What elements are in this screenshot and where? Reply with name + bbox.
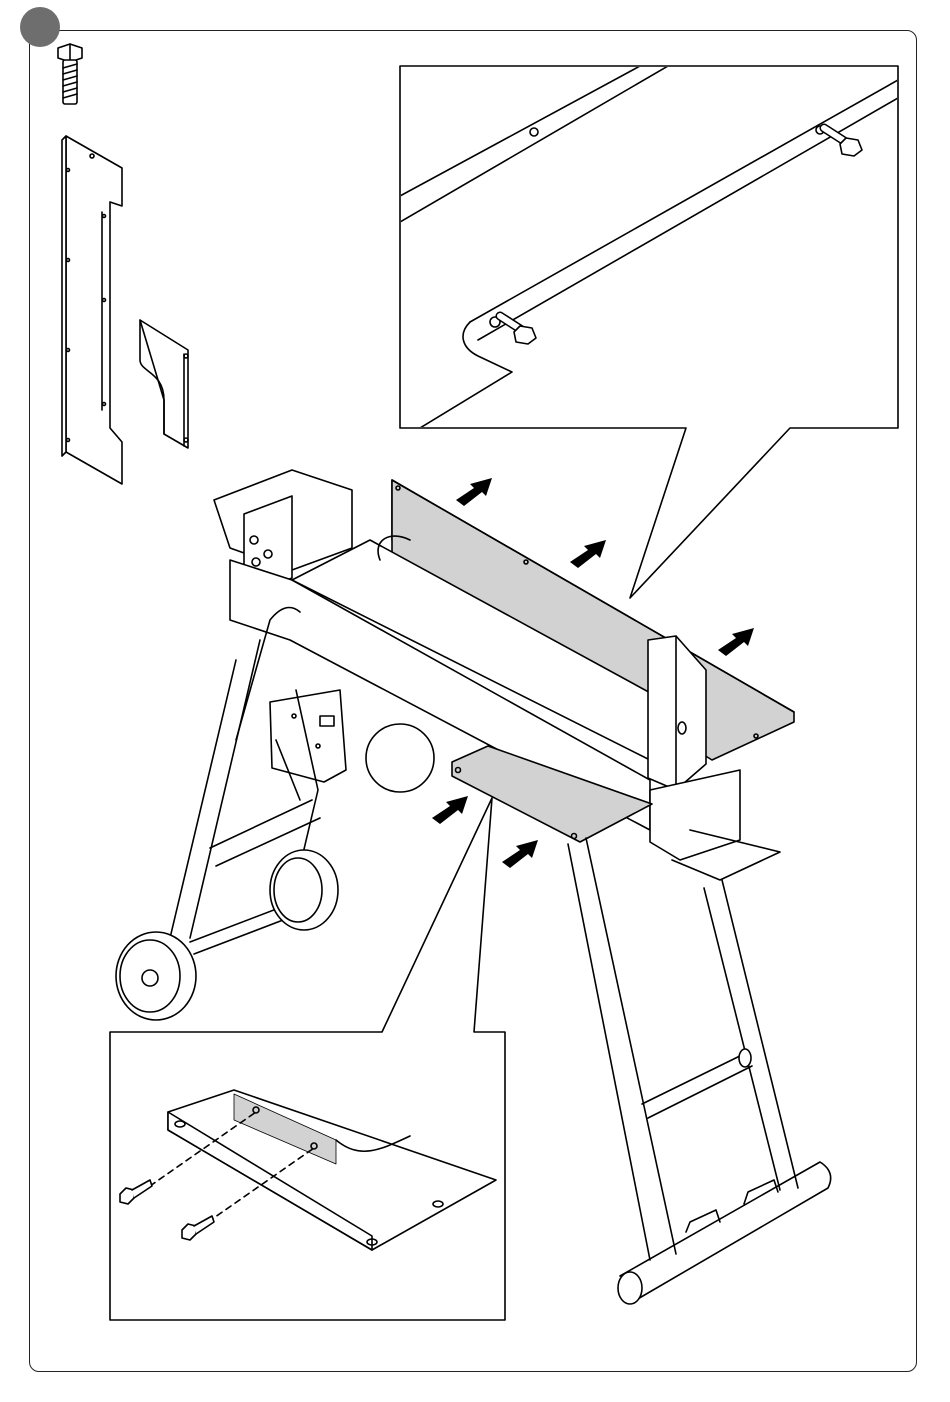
top-detail-callout <box>400 66 898 598</box>
arrow-icon <box>456 478 492 506</box>
bracket-plate-icon <box>140 320 188 448</box>
arrow-icon <box>432 796 468 824</box>
side-plate-icon <box>62 136 122 484</box>
wheel-icon <box>116 932 196 1020</box>
wheel-icon <box>270 850 338 930</box>
arrow-icon <box>570 540 606 568</box>
arrow-icon <box>718 628 754 656</box>
arrow-icon <box>502 840 538 868</box>
front-leg-frame <box>568 838 831 1304</box>
hex-bolt-icon <box>58 44 82 104</box>
